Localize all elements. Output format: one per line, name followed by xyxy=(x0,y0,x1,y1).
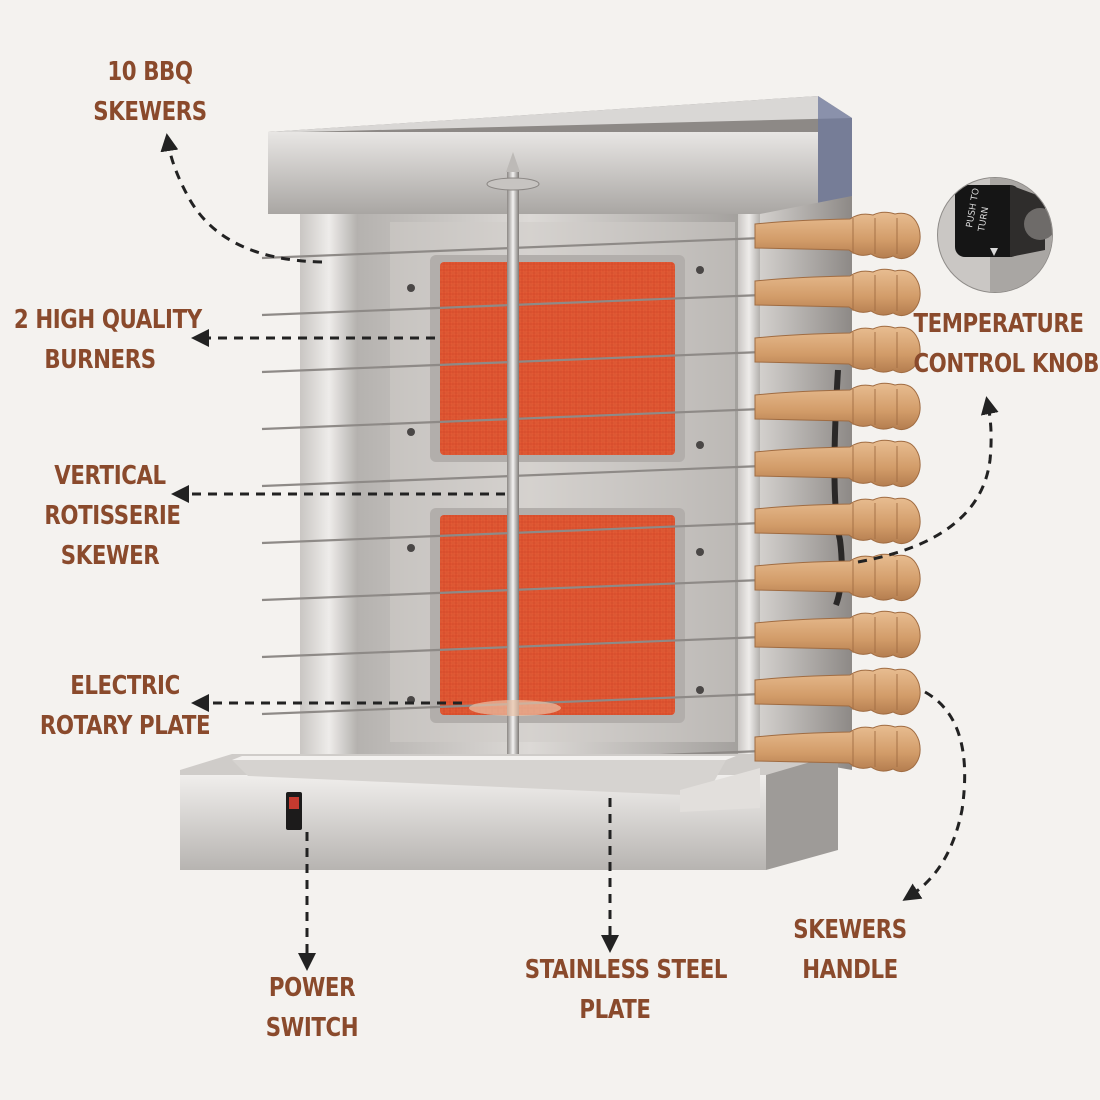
label-skewers-handle: SKEWERS HANDLE xyxy=(784,910,915,990)
vertical-rotisserie-rod xyxy=(507,172,519,762)
label-stainless-steel-plate: STAINLESS STEEL PLATE xyxy=(524,950,728,1030)
base-side xyxy=(766,754,838,870)
label-plate-line1: STAINLESS STEEL xyxy=(524,955,728,985)
skewer-handle xyxy=(754,724,921,773)
label-rotary-line2: ROTARY PLATE xyxy=(39,711,211,741)
skewer-handle xyxy=(754,496,921,545)
label-vertical-line3: SKEWER xyxy=(60,541,160,571)
skewer-handle xyxy=(754,553,921,602)
burner-bottom xyxy=(440,515,675,715)
power-switch-led xyxy=(289,797,299,809)
top-hood xyxy=(268,132,818,214)
skewer-handles xyxy=(754,211,921,773)
label-rotary-line1: ELECTRIC xyxy=(70,671,180,701)
skewer-handle xyxy=(754,325,921,374)
rod-tip xyxy=(506,152,520,172)
arrow-skewers xyxy=(160,133,323,264)
label-10-bbq-skewers-line2: SKEWERS xyxy=(93,97,207,127)
label-knob-line2: CONTROL KNOB xyxy=(913,349,1099,379)
skewer-handle xyxy=(754,268,921,317)
tray-handle xyxy=(680,768,760,812)
label-vertical-rotisserie: VERTICAL ROTISSERIE SKEWER xyxy=(44,456,181,576)
label-power-line1: POWER xyxy=(268,973,356,1003)
label-burners-line2: BURNERS xyxy=(44,345,156,375)
label-vertical-line1: VERTICAL xyxy=(54,461,166,491)
label-10-bbq-skewers: 10 BBQ SKEWERS xyxy=(84,52,215,132)
drip-tray xyxy=(232,760,726,796)
label-temperature-control-knob: TEMPERATURE CONTROL KNOB xyxy=(913,304,1099,384)
label-burners-line1: 2 HIGH QUALITY xyxy=(13,305,202,335)
label-knob-line1: TEMPERATURE xyxy=(913,309,1084,339)
skewer-handle xyxy=(754,667,921,716)
label-burners: 2 HIGH QUALITY BURNERS xyxy=(13,300,202,380)
label-plate-line2: PLATE xyxy=(579,995,651,1025)
skewer-handle xyxy=(754,439,921,488)
label-handle-line1: SKEWERS xyxy=(793,915,907,945)
burner-top xyxy=(440,262,675,455)
hood-side-face xyxy=(818,96,852,214)
label-power-switch: POWER SWITCH xyxy=(246,968,377,1048)
knob-text-line2: TURN xyxy=(977,206,991,233)
skewer-handle xyxy=(754,211,921,260)
skewer-handle xyxy=(754,610,921,659)
callout-arrows xyxy=(160,133,999,971)
temperature-knob-icon: PUSH TO TURN xyxy=(937,177,1053,293)
arrow-knob xyxy=(857,396,999,564)
label-handle-line2: HANDLE xyxy=(802,955,898,985)
label-electric-rotary-plate: ELECTRIC ROTARY PLATE xyxy=(39,666,211,746)
skewer-handle xyxy=(754,382,921,431)
rod-top-disc xyxy=(486,177,540,191)
rotary-plate xyxy=(469,700,561,716)
hood-top-face xyxy=(268,96,852,132)
drip-tray-edge xyxy=(232,756,736,760)
label-10-bbq-skewers-line1: 10 BBQ xyxy=(107,57,193,87)
label-power-line2: SWITCH xyxy=(265,1013,359,1043)
bolts xyxy=(407,266,704,704)
label-vertical-line2: ROTISSERIE xyxy=(44,501,181,531)
arrow-handle xyxy=(902,690,967,901)
